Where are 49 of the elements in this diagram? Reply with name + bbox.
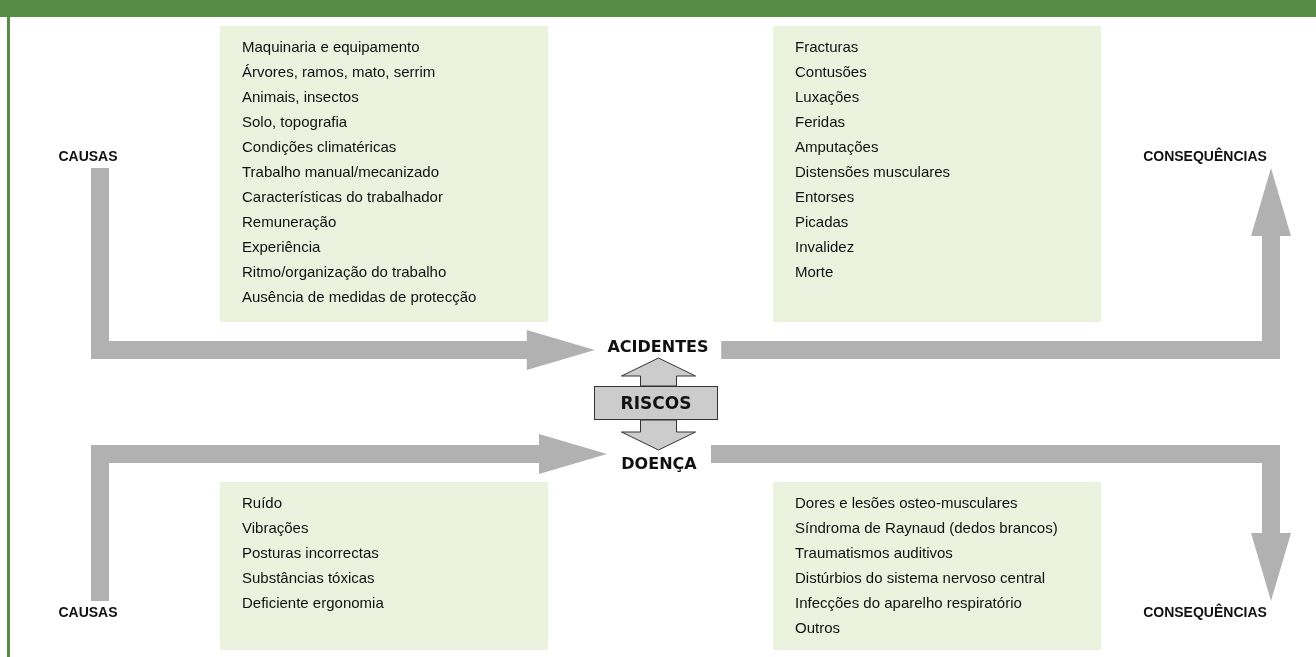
- block-arrow: [621, 357, 696, 387]
- list-panel: [773, 482, 1101, 650]
- block-arrow: [711, 444, 1291, 601]
- risk-bar: RISCOS: [594, 386, 718, 420]
- list-item: Árvores, ramos, mato, serrim: [242, 62, 436, 82]
- list-item: Infecções do aparelho respiratório: [795, 593, 1022, 613]
- list-item: Outros: [795, 618, 840, 638]
- list-item: Distensões musculares: [795, 162, 951, 182]
- list-item: Remuneração: [242, 212, 337, 232]
- list-item: Entorses: [795, 187, 855, 207]
- category-label: CONSEQUÊNCIAS: [1125, 146, 1285, 166]
- list-item: Experiência: [242, 237, 321, 257]
- list-item: Morte: [795, 262, 834, 282]
- list-item: Substâncias tóxicas: [242, 568, 375, 588]
- outcome-label: DOENÇA: [608, 450, 710, 476]
- block-arrow: [91, 433, 607, 601]
- block-arrow: [621, 419, 696, 451]
- list-item: Síndroma de Raynaud (dedos brancos): [795, 518, 1058, 538]
- list-item: Condições climatéricas: [242, 137, 397, 157]
- list-item: Contusões: [795, 62, 867, 82]
- list-item: Posturas incorrectas: [242, 543, 379, 563]
- category-label: CONSEQUÊNCIAS: [1125, 602, 1285, 622]
- list-item: Características do trabalhador: [242, 187, 443, 207]
- list-item: Maquinaria e equipamento: [242, 37, 420, 57]
- block-arrow: [91, 168, 595, 371]
- list-item: Ausência de medidas de protecção: [242, 287, 477, 307]
- list-item: Picadas: [795, 212, 849, 232]
- outcome-label: ACIDENTES: [596, 334, 720, 358]
- list-item: Distúrbios do sistema nervoso central: [795, 568, 1046, 588]
- list-item: Ruído: [242, 493, 283, 513]
- block-arrow: [721, 168, 1291, 360]
- list-item: Vibrações: [242, 518, 309, 538]
- list-item: Dores e lesões osteo-musculares: [795, 493, 1018, 513]
- list-item: Trabalho manual/mecanizado: [242, 162, 440, 182]
- list-panel: [220, 482, 548, 650]
- list-item: Invalidez: [795, 237, 855, 257]
- list-item: Fracturas: [795, 37, 859, 57]
- category-label: CAUSAS: [48, 146, 128, 166]
- list-item: Luxações: [795, 87, 860, 107]
- list-panel: [773, 26, 1101, 322]
- list-item: Traumatismos auditivos: [795, 543, 953, 563]
- list-item: Animais, insectos: [242, 87, 359, 107]
- category-label: CAUSAS: [48, 602, 128, 622]
- list-item: Deficiente ergonomia: [242, 593, 384, 613]
- list-panel: [220, 26, 548, 322]
- list-item: Feridas: [795, 112, 846, 132]
- list-item: Amputações: [795, 137, 879, 157]
- list-item: Ritmo/organização do trabalho: [242, 262, 447, 282]
- list-item: Solo, topografia: [242, 112, 348, 132]
